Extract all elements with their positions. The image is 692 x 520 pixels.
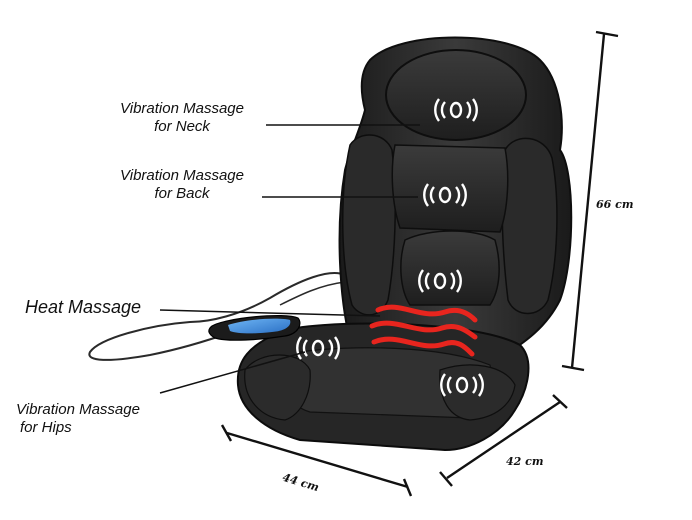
neck-pad [385, 49, 527, 141]
label-neck-line-1: Vibration Massage [120, 100, 244, 117]
right-bolster [501, 137, 558, 315]
label-neck: Vibration Massage for Neck [104, 100, 260, 136]
dimension-width [220, 424, 413, 497]
dimension-depth [439, 394, 568, 487]
vibration-icon [434, 98, 478, 122]
label-hips: Vibration Massage for Hips [16, 401, 172, 437]
label-heat: Heat Massage [25, 297, 142, 317]
leader-line-hips [159, 351, 306, 394]
vibration-icon [440, 373, 484, 397]
vibration-icon [296, 336, 340, 360]
dimension-height-label: 66 cm [596, 198, 634, 211]
lumbar-pad [400, 230, 500, 306]
leader-line-heat [159, 309, 381, 317]
back-pad [391, 144, 509, 233]
heat-wave-icon [369, 304, 478, 357]
label-back-line-2: for Back [154, 185, 210, 202]
left-thigh-pad [244, 354, 311, 421]
remote-control-icon [208, 314, 301, 341]
label-hips-line-2: for Hips [20, 419, 72, 436]
label-neck-line-2: for Neck [154, 118, 210, 135]
dimension-height [561, 30, 619, 372]
dimension-depth-label: 42 cm [506, 455, 544, 468]
vibration-icon [423, 183, 467, 207]
vibration-icon [418, 269, 462, 293]
label-back: Vibration Massage for Back [102, 167, 262, 203]
label-hips-line-1: Vibration Massage [16, 401, 140, 418]
power-cable [88, 271, 346, 361]
left-bolster [341, 134, 396, 316]
label-back-line-1: Vibration Massage [120, 167, 244, 184]
